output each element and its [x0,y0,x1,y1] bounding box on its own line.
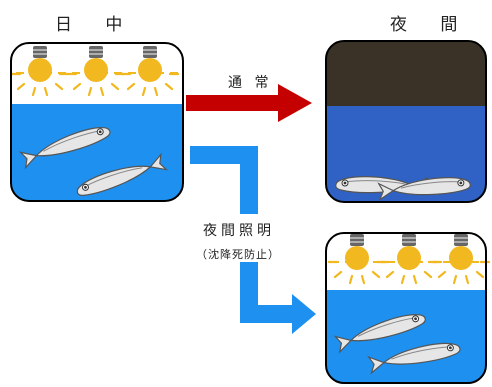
normal-label: 通 常 [228,75,273,91]
nighttime-title: 夜 間 [390,15,472,35]
night-lighting-panel [325,232,491,384]
daytime-title: 日 中 [55,15,137,35]
blue-arrow-icon [190,146,316,334]
red-arrow-icon [186,84,312,122]
nighttime-normal-panel [325,40,487,203]
prevention-label: （沈降死防止） [196,248,280,261]
night-lighting-label: 夜間照明 [203,223,275,239]
daytime-panel [10,42,184,202]
